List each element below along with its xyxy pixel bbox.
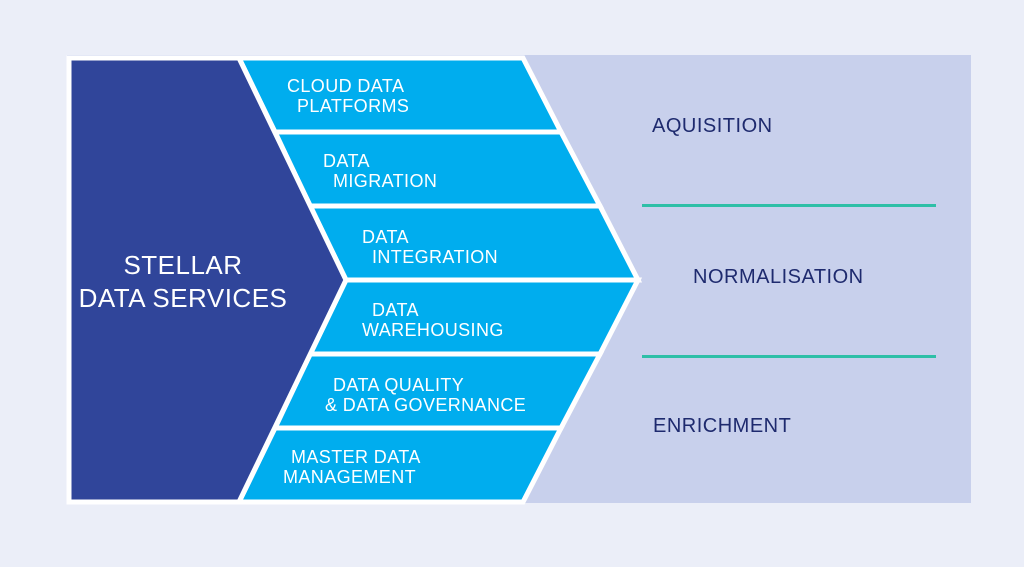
stellar-arrow-shape <box>66 55 349 505</box>
stage-label-aquisition: AQUISITION <box>652 115 773 137</box>
service-label-data-quality-governance: DATA QUALITY & DATA GOVERNANCE <box>325 375 526 415</box>
service-label-line: INTEGRATION <box>372 247 499 267</box>
service-label-line: DATA QUALITY <box>333 375 465 395</box>
stellar-title: STELLAR DATA SERVICES <box>67 249 299 315</box>
service-label-data-warehousing: DATA WAREHOUSING <box>362 300 504 340</box>
service-label-line: MASTER DATA <box>291 447 421 467</box>
service-label-cloud-data-platforms: CLOUD DATA PLATFORMS <box>287 76 409 116</box>
service-label-line: WAREHOUSING <box>362 320 504 340</box>
service-label-line: DATA <box>372 300 419 320</box>
stage-label-normalisation: NORMALISATION <box>693 266 864 288</box>
chevron-graphic <box>66 55 971 505</box>
service-label-line: MIGRATION <box>333 171 438 191</box>
service-label-line: & DATA GOVERNANCE <box>325 395 527 415</box>
service-label-master-data-management: MASTER DATA MANAGEMENT <box>283 447 421 487</box>
service-label-line: CLOUD DATA <box>287 76 405 96</box>
service-label-data-migration: DATA MIGRATION <box>323 151 437 191</box>
stage-divider-line <box>642 355 936 358</box>
service-label-line: MANAGEMENT <box>283 467 417 487</box>
service-label-line: DATA <box>362 227 409 247</box>
service-label-line: DATA <box>323 151 370 171</box>
stellar-title-line1: STELLAR <box>123 250 243 280</box>
stage-divider-line <box>642 204 936 207</box>
stage-label-enrichment: ENRICHMENT <box>653 415 792 437</box>
stellar-title-line2: DATA SERVICES <box>78 283 288 313</box>
service-label-data-integration: DATA INTEGRATION <box>362 227 498 267</box>
service-label-line: PLATFORMS <box>297 96 410 116</box>
